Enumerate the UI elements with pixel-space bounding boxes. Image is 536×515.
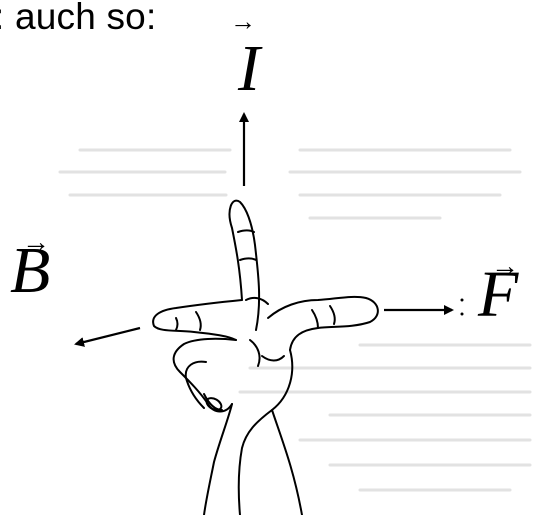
hand-icon	[153, 201, 378, 515]
field-direction-arrow	[76, 328, 140, 344]
